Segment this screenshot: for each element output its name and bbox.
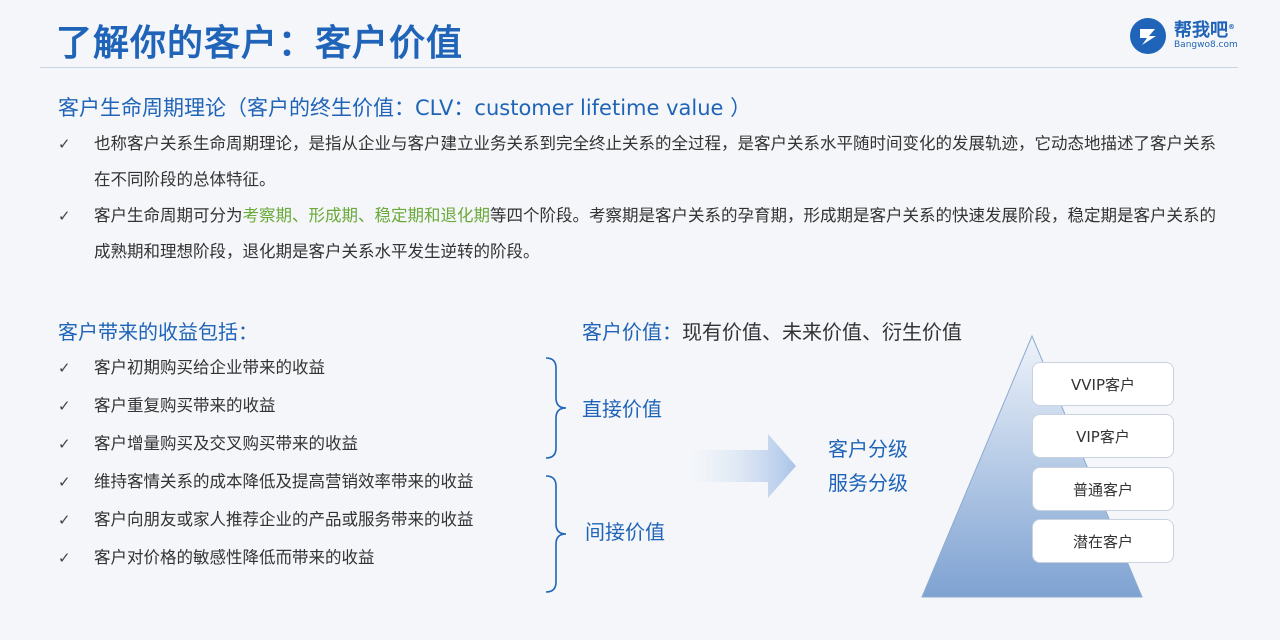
list-item-text: 客户重复购买带来的收益 [94, 396, 276, 415]
page-title: 了解你的客户：客户价值 [56, 23, 464, 64]
value-title: 客户价值：现有价值、未来价值、衍生价值 [582, 316, 962, 345]
header-divider [40, 67, 1238, 68]
customer-grading: 客户分级 [828, 437, 908, 461]
check-icon: ✓ [58, 511, 71, 529]
check-icon: ✓ [58, 549, 71, 567]
tier-vvip: VVIP客户 [1032, 362, 1174, 406]
list-item: ✓ 客户重复购买带来的收益 [58, 387, 548, 425]
logo-subtext: Bangwo8.com [1174, 40, 1238, 50]
list-item-text: 客户初期购买给企业带来的收益 [94, 358, 325, 377]
list-item-text: 维持客情关系的成本降低及提高营销效率带来的收益 [94, 472, 474, 491]
value-title-label: 客户价值： [582, 320, 682, 344]
indirect-brace-icon [545, 475, 567, 593]
service-grading: 服务分级 [828, 471, 908, 495]
list-item: ✓ 客户向朋友或家人推荐企业的产品或服务带来的收益 [58, 501, 548, 539]
logo-icon [1130, 18, 1166, 54]
list-item-text: 客户向朋友或家人推荐企业的产品或服务带来的收益 [94, 510, 474, 529]
tier-regular: 普通客户 [1032, 467, 1174, 511]
check-icon: ✓ [58, 397, 71, 415]
check-icon: ✓ [58, 359, 71, 377]
logo-text: 帮我吧® [1174, 20, 1235, 41]
list-item: ✓ 维持客情关系的成本降低及提高营销效率带来的收益 [58, 463, 548, 501]
theory-bullet-1: ✓ 也称客户关系生命周期理论，是指从企业与客户建立业务关系到完全终止关系的全过程… [58, 126, 1218, 198]
list-item: ✓ 客户增量购买及交叉购买带来的收益 [58, 425, 548, 463]
arrow-right-icon [690, 434, 796, 498]
theory-bullets: ✓ 也称客户关系生命周期理论，是指从企业与客户建立业务关系到完全终止关系的全过程… [58, 126, 1218, 270]
theory-title: 客户生命周期理论（客户的终生价值：CLV：customer lifetime v… [58, 96, 752, 120]
benefits-list: ✓ 客户初期购买给企业带来的收益 ✓ 客户重复购买带来的收益 ✓ 客户增量购买及交叉购… [58, 349, 548, 577]
stages-highlight: 考察期、形成期、稳定期和退化期 [242, 206, 491, 225]
logo: 帮我吧® Bangwo8.com [1128, 14, 1248, 58]
indirect-value-label: 间接价值 [585, 520, 665, 544]
list-item-text: 客户对价格的敏感性降低而带来的收益 [94, 548, 375, 567]
value-title-rest: 现有价值、未来价值、衍生价值 [682, 320, 962, 344]
list-item: ✓ 客户初期购买给企业带来的收益 [58, 349, 548, 387]
check-icon: ✓ [58, 207, 71, 225]
grading-labels: 客户分级 服务分级 [828, 432, 908, 500]
check-icon: ✓ [58, 473, 71, 491]
list-item: ✓ 客户对价格的敏感性降低而带来的收益 [58, 539, 548, 577]
check-icon: ✓ [58, 135, 71, 153]
benefits-title: 客户带来的收益包括： [58, 320, 258, 344]
theory-bullet-text-pre: 客户生命周期可分为 [94, 206, 243, 225]
check-icon: ✓ [58, 435, 71, 453]
list-item-text: 客户增量购买及交叉购买带来的收益 [94, 434, 358, 453]
theory-bullet-2: ✓ 客户生命周期可分为考察期、形成期、稳定期和退化期等四个阶段。考察期是客户关系… [58, 198, 1218, 270]
theory-bullet-text-post: 等四个阶段。考察期是客户关系的孕育期，形成期是客户关系的快速发展阶段，稳定期是客… [94, 206, 1216, 261]
direct-value-label: 直接价值 [582, 397, 662, 421]
theory-bullet-text: 也称客户关系生命周期理论，是指从企业与客户建立业务关系到完全终止关系的全过程，是… [94, 134, 1216, 189]
tier-potential: 潜在客户 [1032, 519, 1174, 563]
direct-brace-icon [545, 357, 567, 459]
tier-vip: VIP客户 [1032, 414, 1174, 458]
